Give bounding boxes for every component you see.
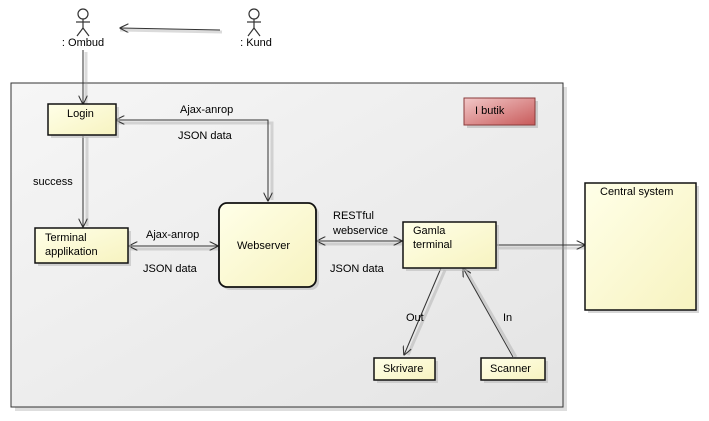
actor-kund-label: : Kund [240, 37, 272, 49]
edge-out-label: Out [406, 312, 424, 324]
actor-kund: : Kund [240, 8, 272, 49]
edge-success-label: success [33, 176, 73, 188]
edge-gamla-central [497, 245, 586, 250]
node-scanner: Scanner [480, 357, 548, 383]
node-skrivare-label: Skrivare [383, 363, 423, 375]
actor-ombud: : Ombud [62, 8, 104, 49]
edge-login-terminal: success [33, 136, 89, 227]
node-skrivare: Skrivare [373, 357, 438, 383]
edge-kund-ombud [120, 28, 223, 34]
actor-ombud-label: : Ombud [62, 37, 104, 49]
edge-gamla-skrivare: Out [404, 267, 447, 355]
node-central-label: Central system [600, 186, 673, 198]
node-gamla-label-2: terminal [413, 239, 452, 251]
edge-gamla-json-label: JSON data [330, 263, 385, 275]
edge-scanner-gamla: In [463, 268, 518, 358]
node-gamla-label-1: Gamla [413, 225, 446, 237]
boundary-label-box [463, 97, 536, 126]
edge-restful-label-1: RESTful [333, 210, 374, 222]
edge-term-json-label: JSON data [143, 263, 198, 275]
node-terminal-applikation: Terminal applikation [34, 227, 131, 266]
edge-login-ajax-label: Ajax-anrop [180, 104, 233, 116]
edge-ombud-login [83, 50, 88, 104]
node-gamla-terminal: Gamla terminal [402, 221, 499, 271]
edge-webserver-gamla: RESTful webservice JSON data [317, 210, 402, 275]
node-login: Login [47, 103, 119, 138]
node-scanner-label: Scanner [490, 363, 531, 375]
edge-login-json-label: JSON data [178, 130, 233, 142]
edge-restful-label-2: webservice [332, 225, 388, 237]
edge-term-ajax-label: Ajax-anrop [146, 229, 199, 241]
node-login-label: Login [67, 108, 94, 120]
node-webserver-label: Webserver [237, 240, 290, 252]
node-central-system: Central system [584, 182, 699, 313]
node-terminal-label-2: applikation [45, 246, 98, 258]
node-terminal-label-1: Terminal [45, 232, 87, 244]
node-webserver: Webserver [218, 202, 319, 290]
edge-terminal-webserver: Ajax-anrop JSON data [129, 229, 218, 275]
boundary-label: I butik [475, 105, 505, 117]
edge-in-label: In [503, 312, 512, 324]
edge-login-webserver: Ajax-anrop JSON data [116, 104, 274, 201]
